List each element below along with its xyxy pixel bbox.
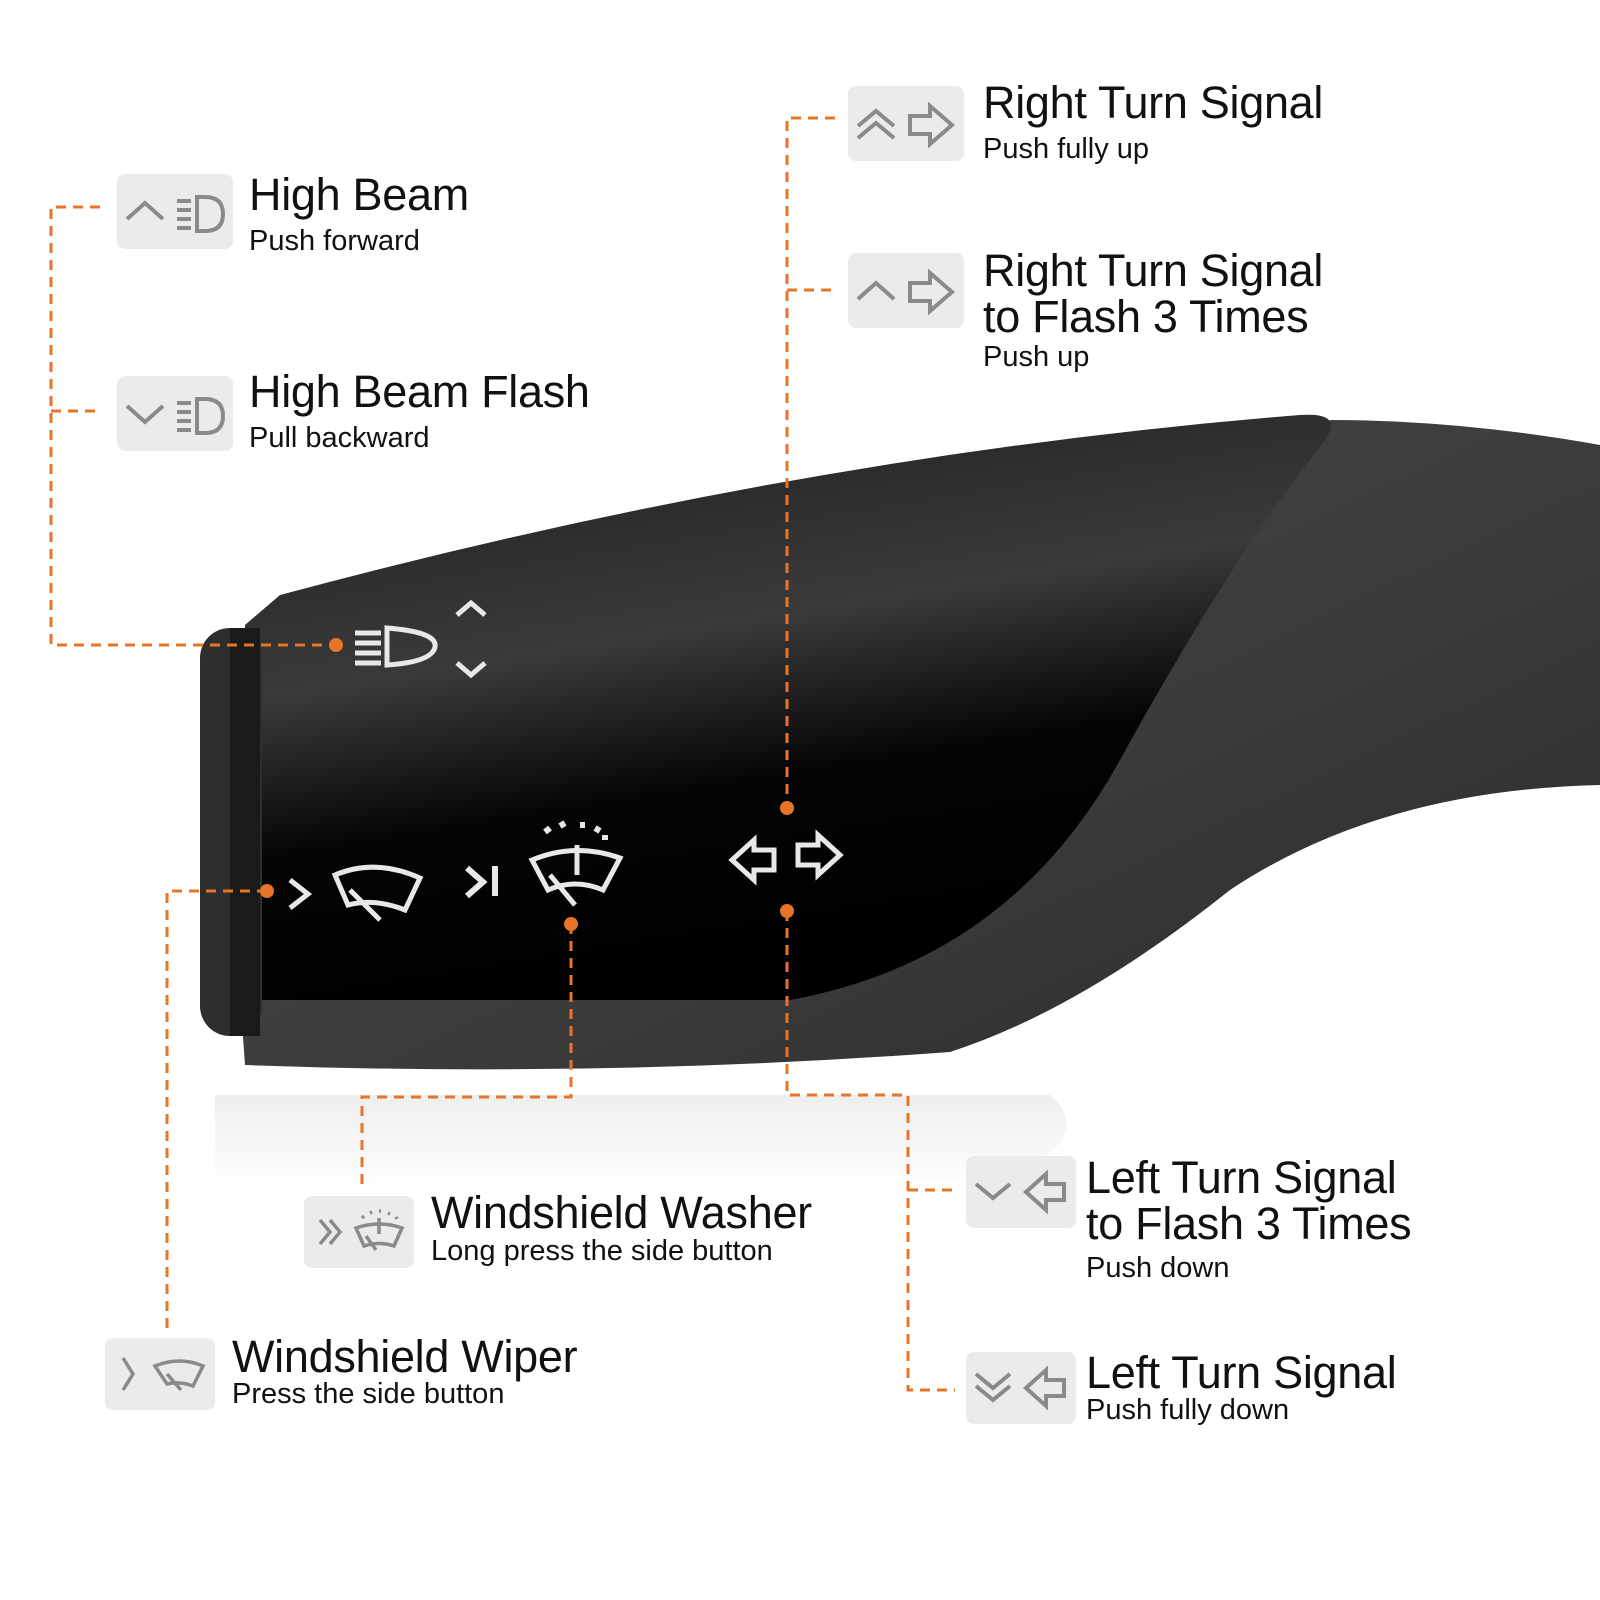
chevron-down-left-arrow-icon (974, 1169, 1066, 1215)
stalk-headlight-icon (355, 599, 487, 679)
left-turn-flash-subtitle: Push down (1086, 1252, 1230, 1284)
chevron-down-headlight-icon (125, 397, 226, 435)
right-turn-flash-title-line2: to Flash 3 Times (983, 291, 1309, 342)
right-turn-title: Right Turn Signal (983, 77, 1324, 128)
stalk-wiper-icons (288, 820, 624, 922)
high-beam-flash-title: High Beam Flash (249, 366, 590, 417)
wiper-icon-box (105, 1338, 215, 1410)
wiper-subtitle: Press the side button (232, 1378, 505, 1410)
chevron-up-headlight-icon (125, 195, 226, 233)
left-turn-flash-icon-box (966, 1156, 1076, 1228)
left-turn-flash-title-line1: Left Turn Signal (1086, 1152, 1397, 1203)
washer-icon-box (304, 1196, 414, 1268)
right-turn-icon-box (848, 86, 964, 161)
high-beam-icon-box (117, 174, 233, 249)
high-beam-title: High Beam (249, 169, 469, 220)
right-turn-flash-title-line1: Right Turn Signal (983, 245, 1324, 296)
double-chevron-washer-icon (318, 1209, 405, 1252)
washer-title: Windshield Washer (431, 1187, 812, 1238)
right-turn-flash-icon-box (848, 253, 964, 328)
washer-subtitle: Long press the side button (431, 1235, 773, 1267)
chevron-wiper-icon (121, 1357, 206, 1392)
left-turn-title: Left Turn Signal (1086, 1347, 1397, 1398)
double-chevron-down-left-arrow-icon (974, 1365, 1066, 1411)
high-beam-flash-subtitle: Pull backward (249, 422, 430, 454)
right-turn-subtitle: Push fully up (983, 133, 1150, 165)
high-beam-flash-icon-box (117, 376, 233, 451)
leader-dots (260, 638, 794, 931)
right-turn-flash-subtitle: Push up (983, 341, 1090, 373)
leader-lines (49, 116, 955, 1392)
high-beam-subtitle: Push forward (249, 225, 420, 257)
stalk-turn-arrows-icon (728, 829, 844, 886)
double-chevron-up-right-arrow-icon (856, 101, 956, 149)
reflection (215, 1095, 1067, 1190)
stalk-arm (240, 420, 1600, 1070)
left-turn-subtitle: Push fully down (1086, 1394, 1290, 1426)
left-turn-icon-box (966, 1352, 1076, 1424)
wiper-title: Windshield Wiper (232, 1331, 578, 1382)
chevron-up-right-arrow-icon (856, 268, 956, 316)
left-turn-flash-title-line2: to Flash 3 Times (1086, 1198, 1412, 1249)
